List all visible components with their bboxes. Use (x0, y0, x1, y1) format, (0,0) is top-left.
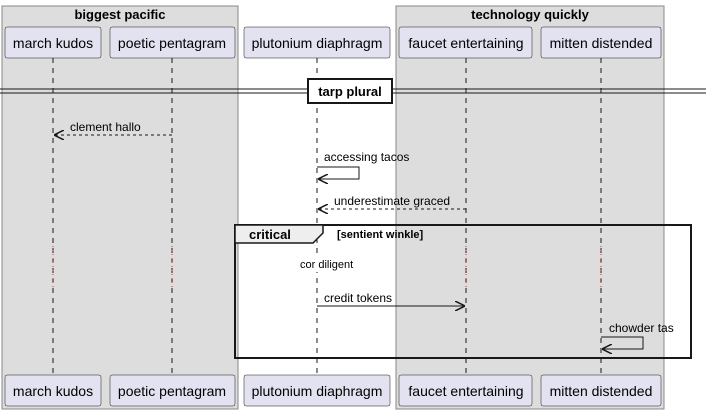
participant-label: march kudos (13, 383, 93, 399)
participant-label: faucet entertaining (408, 35, 523, 51)
message-credit-tokens: credit tokens (317, 291, 464, 306)
participant-faucet-entertaining-top: faucet entertaining (398, 26, 533, 59)
box-title: technology quickly (471, 7, 590, 22)
participant-march-kudos-top: march kudos (4, 26, 102, 59)
participant-mitten-distended-bottom: mitten distended (540, 374, 662, 407)
fragment-condition: [sentient winkle] (337, 229, 424, 241)
participant-march-kudos-bottom: march kudos (4, 374, 102, 407)
fragment-title: critical (249, 227, 291, 242)
note-text: cor diligent (300, 259, 353, 271)
participant-label: plutonium diaphragm (252, 35, 383, 51)
participant-plutonium-diaphragm-top: plutonium diaphragm (243, 26, 391, 59)
participant-label: mitten distended (550, 35, 653, 51)
message-label: chowder tas (609, 321, 674, 335)
participant-label: faucet entertaining (408, 383, 523, 399)
participant-mitten-distended-top: mitten distended (540, 26, 662, 59)
message-label: credit tokens (324, 291, 392, 305)
box-biggest-pacific: biggest pacific (1, 5, 239, 410)
message-chowder-tas: chowder tas (601, 321, 674, 349)
message-label: underestimate graced (334, 194, 450, 208)
participant-poetic-pentagram-bottom: poetic pentagram (109, 374, 236, 407)
divider: tarp plural (0, 78, 706, 104)
divider-label: tarp plural (318, 84, 382, 99)
message-underestimate-graced: underestimate graced (319, 194, 466, 209)
participant-label: poetic pentagram (118, 383, 226, 399)
continuation-marks (52, 246, 602, 288)
participant-label: plutonium diaphragm (252, 383, 383, 399)
box-technology-quickly: technology quickly (395, 5, 665, 410)
participant-plutonium-diaphragm-bottom: plutonium diaphragm (243, 374, 391, 407)
participant-label: mitten distended (550, 383, 653, 399)
participant-label: poetic pentagram (118, 35, 226, 51)
message-label: accessing tacos (324, 150, 409, 164)
note: cor diligent (298, 256, 353, 272)
participant-poetic-pentagram-top: poetic pentagram (109, 26, 236, 59)
box-title: biggest pacific (74, 7, 165, 22)
message-clement-hallo: clement hallo (55, 120, 172, 135)
participant-faucet-entertaining-bottom: faucet entertaining (398, 374, 533, 407)
message-label: clement hallo (70, 120, 141, 134)
fragment-critical: critical [sentient winkle] (234, 224, 692, 359)
message-accessing-tacos: accessing tacos (317, 150, 409, 179)
participant-label: march kudos (13, 35, 93, 51)
